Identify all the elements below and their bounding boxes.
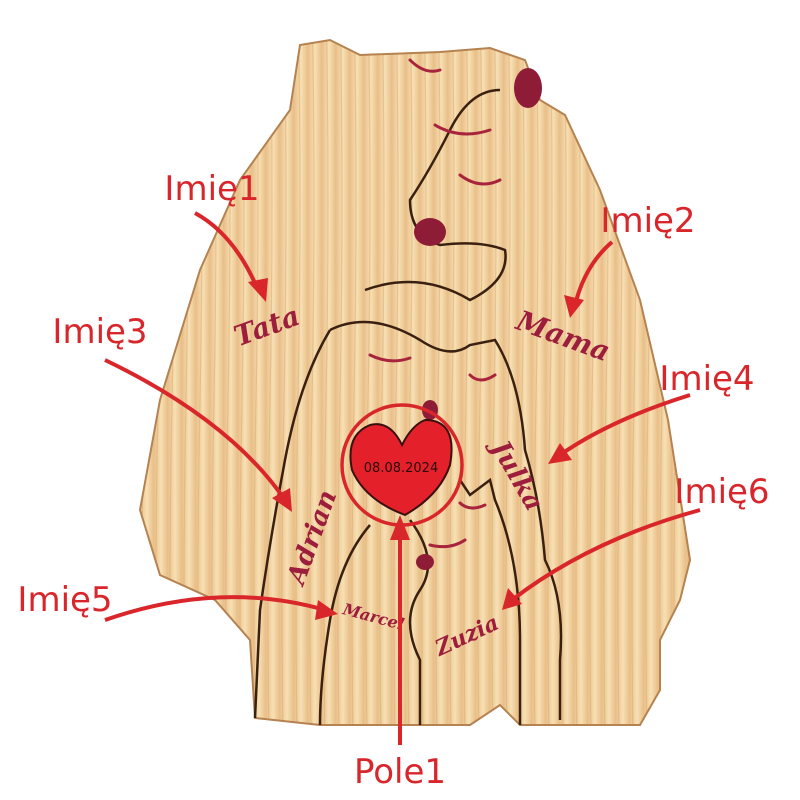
heart-date: 08.08.2024	[364, 461, 438, 476]
label-imie3: Imię3	[52, 312, 147, 352]
label-pole1: Pole1	[354, 752, 446, 792]
bear-nose	[514, 68, 542, 108]
bear-face	[468, 373, 497, 382]
bear-face	[408, 58, 442, 73]
label-imie2: Imię2	[600, 201, 695, 241]
cut-line	[458, 477, 522, 725]
bear-nose	[414, 218, 446, 246]
label-imie6: Imię6	[674, 472, 769, 512]
cut-line	[329, 320, 563, 720]
label-imie1: Imię1	[164, 169, 259, 209]
wood-body	[138, 38, 692, 726]
bear-face	[458, 501, 487, 510]
bear-face	[458, 173, 502, 186]
bear-face	[433, 123, 492, 136]
bear-face	[368, 353, 412, 363]
bear-face	[428, 538, 467, 549]
label-imie5: Imię5	[17, 580, 112, 620]
cut-line	[253, 329, 332, 719]
bear-nose	[416, 554, 434, 570]
label-imie4: Imię4	[659, 359, 754, 399]
annotation-arrows	[104, 211, 701, 745]
cut-line	[318, 524, 371, 726]
heart-piece	[349, 418, 453, 517]
cut-line	[364, 88, 507, 302]
